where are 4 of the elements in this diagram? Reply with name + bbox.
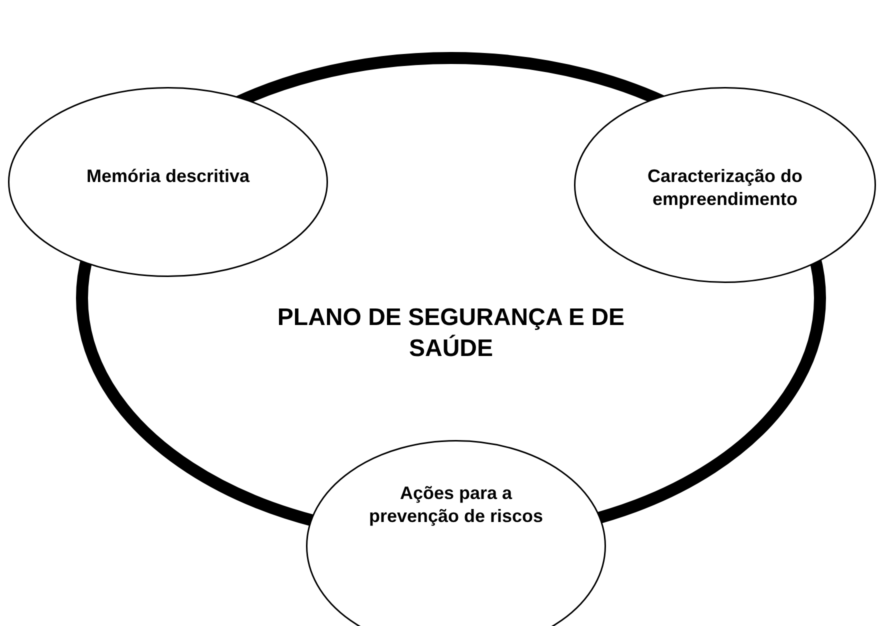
title-text: PLANO DE SEGURANÇA E DE SAÚDE <box>276 303 626 364</box>
node-label: Caracterização do empreendimento <box>646 165 804 212</box>
node-label: Ações para a prevenção de riscos <box>368 482 544 528</box>
node-label: Memória descritiva <box>85 165 251 188</box>
